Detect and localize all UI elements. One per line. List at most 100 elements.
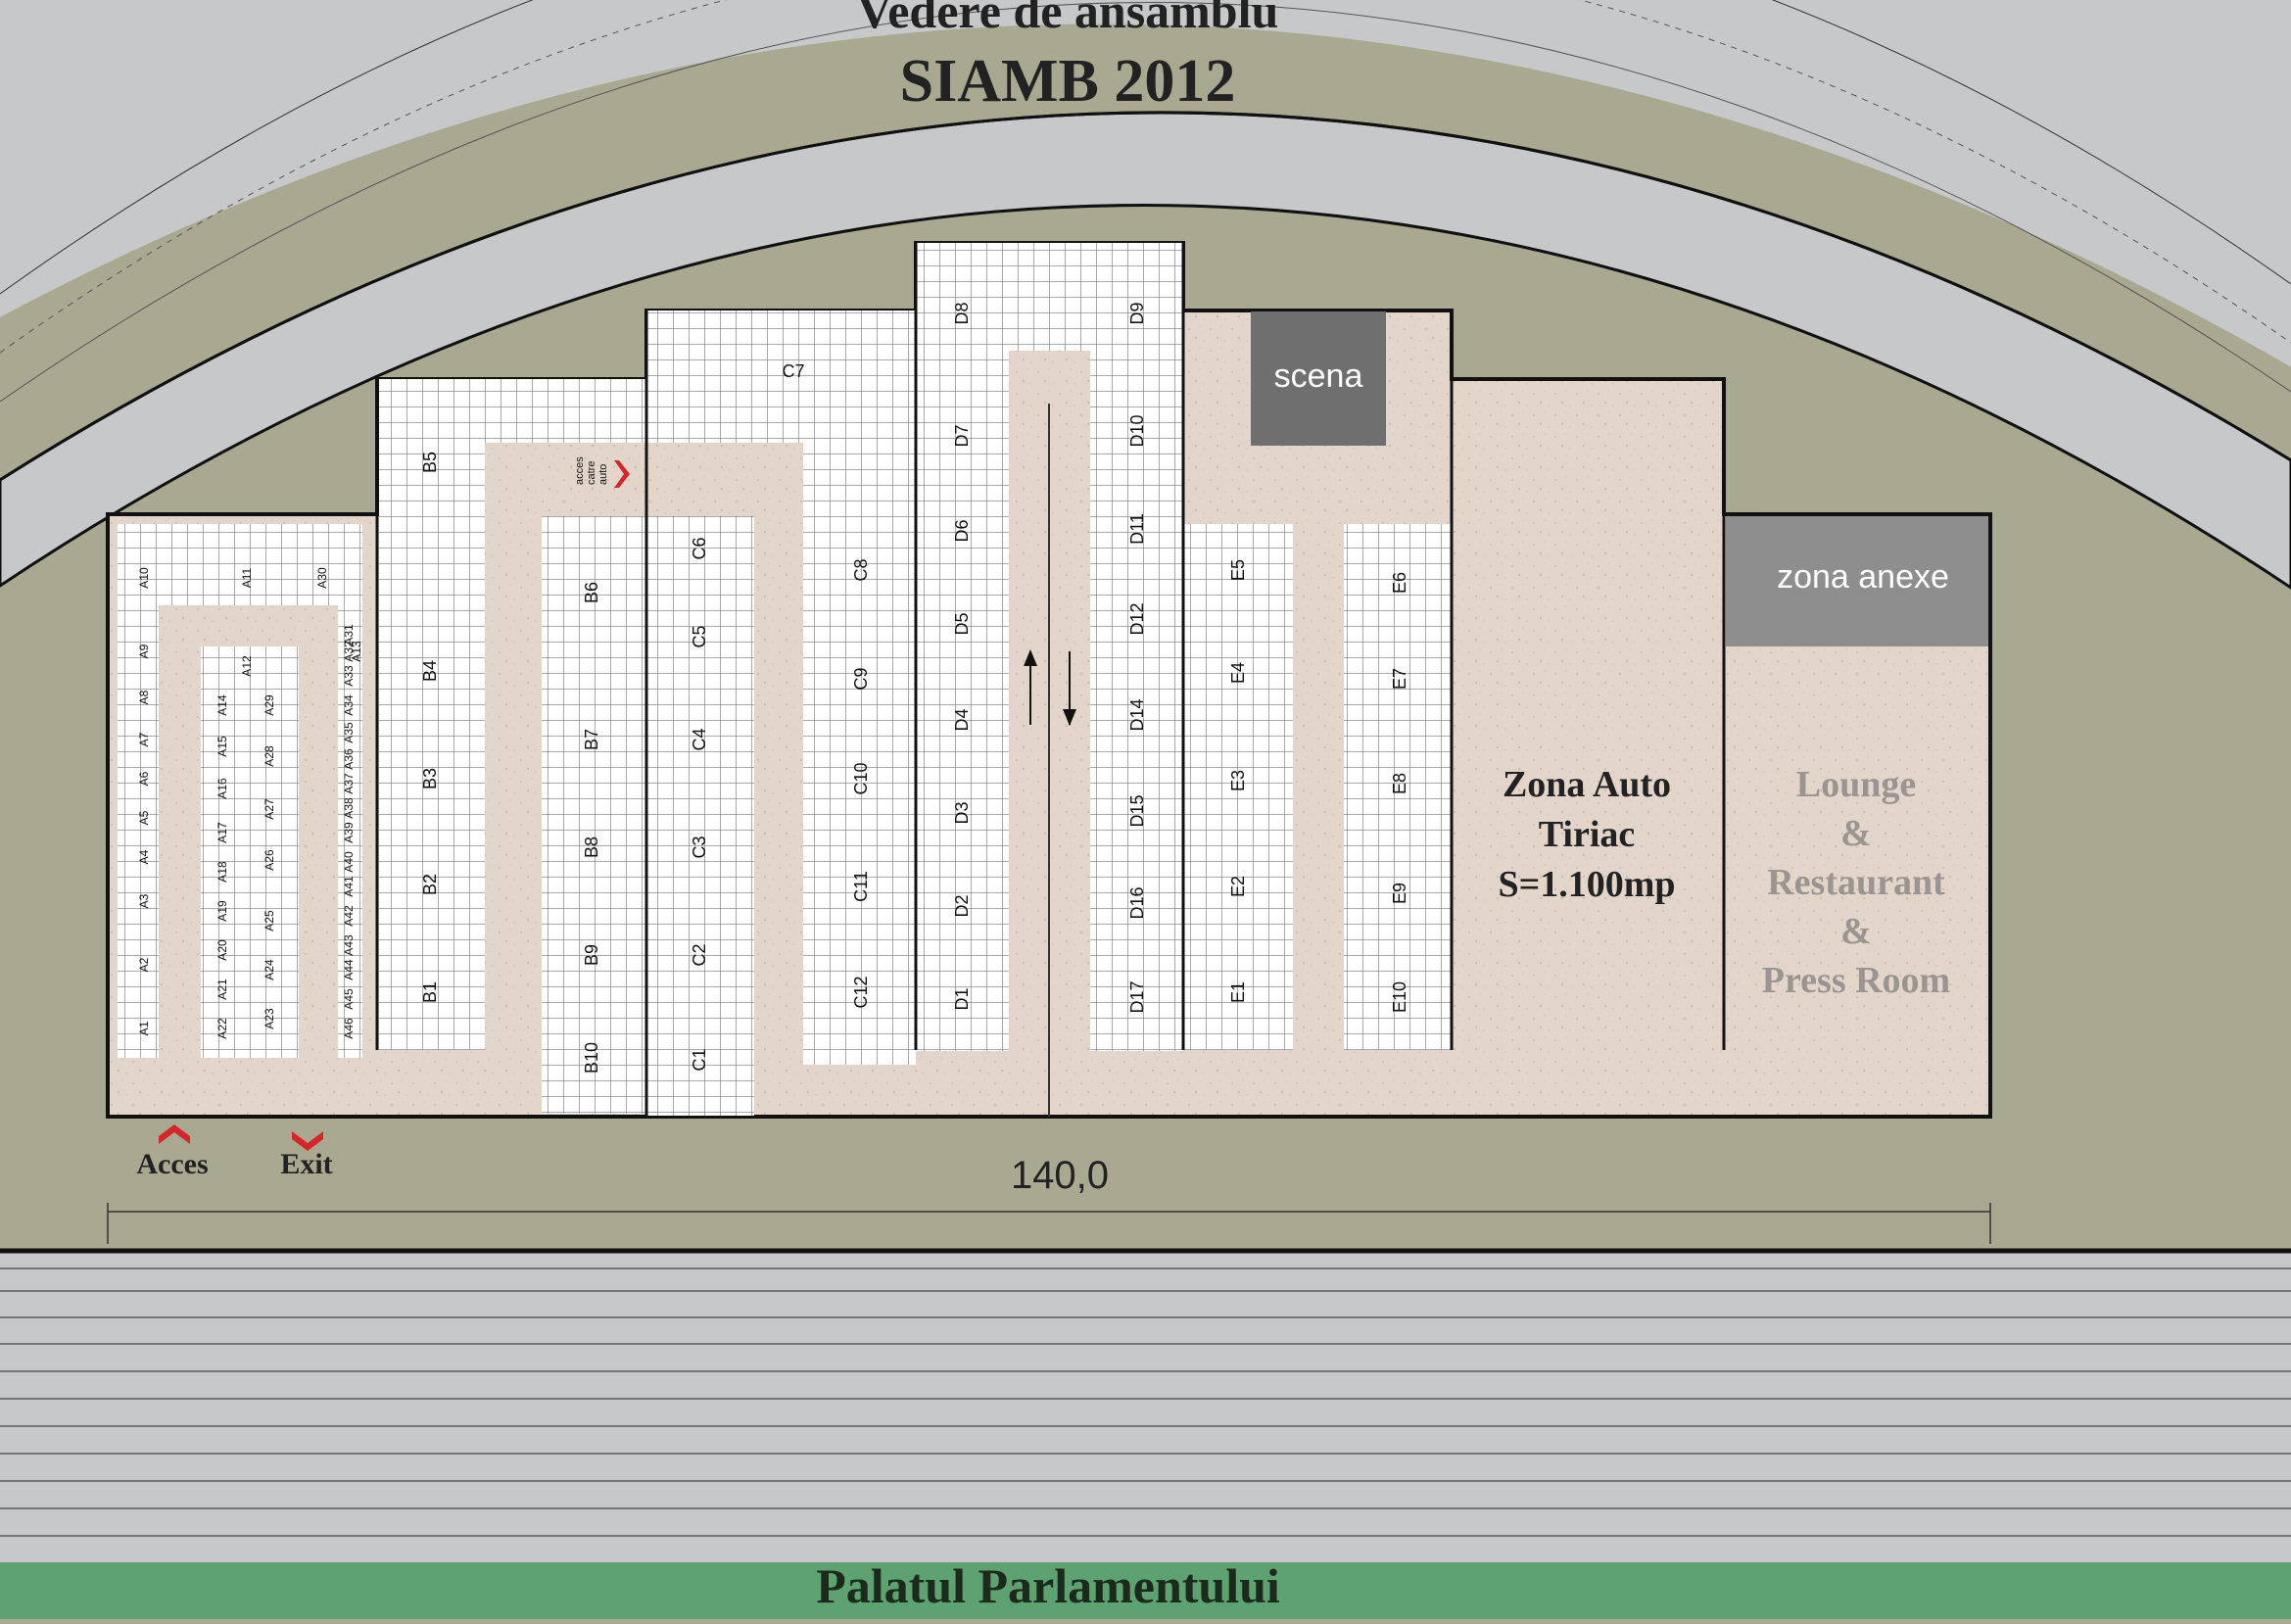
acces-catre-auto-label: acces catre auto: [574, 456, 609, 485]
stand-d14: D14: [1127, 698, 1147, 731]
exit-arrow-icon: [292, 1131, 323, 1151]
stand-a2: A2: [137, 957, 151, 972]
stand-a3: A3: [137, 893, 151, 908]
stand-a1: A1: [137, 1021, 151, 1035]
zona-anexe-label: zona anexe: [1777, 558, 1949, 596]
road: [0, 1249, 2291, 1562]
svg-text:&: &: [1840, 911, 1872, 952]
bottom-label: Palatul Parlamentului: [816, 1558, 1280, 1613]
stand-d16: D16: [1127, 886, 1147, 919]
acces-arrow-icon: [614, 460, 630, 488]
stand-e6: E6: [1390, 572, 1409, 594]
stand-d1: D1: [952, 987, 972, 1010]
zona-auto-label: Zona Auto Tiriac S=1.100mp: [1498, 764, 1675, 905]
stand-a28: A28: [263, 745, 276, 767]
zona-anexe-block: [1726, 516, 1988, 646]
stand-d7: D7: [952, 424, 972, 447]
stand-a34: A34: [342, 694, 356, 716]
stand-d9: D9: [1127, 302, 1147, 324]
stand-a22: A22: [215, 1018, 229, 1039]
stand-a13: A13: [350, 641, 363, 662]
stand-b3: B3: [420, 768, 440, 789]
exit-label: Exit: [280, 1148, 332, 1180]
stand-b1: B1: [420, 981, 440, 1003]
stand-b8: B8: [582, 836, 601, 858]
stand-d10: D10: [1127, 414, 1147, 447]
svg-text:Zona Auto: Zona Auto: [1503, 764, 1671, 805]
stand-c4: C4: [690, 728, 709, 750]
svg-text:Restaurant: Restaurant: [1767, 862, 1945, 903]
stand-c10: C10: [851, 762, 871, 794]
stand-a12: A12: [240, 655, 254, 677]
stand-a23: A23: [263, 1008, 276, 1029]
stand-b6: B6: [582, 582, 601, 603]
stand-a44: A44: [342, 959, 356, 980]
stand-b7: B7: [582, 729, 601, 750]
stand-a24: A24: [263, 959, 276, 980]
stand-e8: E8: [1390, 773, 1409, 794]
stand-a20: A20: [215, 939, 229, 961]
scena-block: [1251, 311, 1386, 446]
stand-a15: A15: [215, 736, 229, 757]
stand-a31: A31: [342, 624, 356, 645]
stand-a9: A9: [137, 644, 151, 658]
stand-d17: D17: [1127, 980, 1147, 1013]
stand-a43: A43: [342, 934, 356, 956]
stand-d4: D4: [952, 708, 972, 731]
stand-e5: E5: [1228, 559, 1248, 581]
svg-text:auto: auto: [597, 464, 609, 485]
stand-a39: A39: [342, 822, 356, 843]
access-label: Acces: [136, 1148, 208, 1180]
stand-a46: A46: [342, 1018, 356, 1039]
title-main: SIAMB 2012: [900, 48, 1236, 115]
green-band: [0, 1562, 2291, 1619]
stand-d2: D2: [952, 894, 972, 917]
stand-c6: C6: [690, 537, 709, 559]
svg-text:&: &: [1840, 813, 1872, 854]
scena-label: scena: [1274, 358, 1363, 395]
stand-b10: B10: [582, 1042, 601, 1074]
stand-e10: E10: [1390, 981, 1409, 1013]
stand-e2: E2: [1228, 876, 1248, 897]
stand-a19: A19: [215, 900, 229, 922]
stand-a33: A33: [342, 665, 356, 687]
stand-a45: A45: [342, 988, 356, 1010]
stand-a32: A32: [342, 641, 356, 662]
svg-text:acces: acces: [574, 456, 586, 485]
stand-d11: D11: [1127, 513, 1147, 545]
stand-a4: A4: [137, 849, 151, 864]
dimension-label: 140,0: [1011, 1154, 1109, 1197]
stand-b5: B5: [420, 452, 440, 473]
stand-a5: A5: [137, 810, 151, 825]
stand-a36: A36: [342, 748, 356, 770]
stand-c2: C2: [690, 943, 709, 966]
stand-a37: A37: [342, 773, 356, 794]
svg-text:Lounge: Lounge: [1796, 764, 1916, 805]
stand-a38: A38: [342, 797, 356, 819]
stand-d12: D12: [1127, 602, 1147, 635]
stand-d15: D15: [1127, 794, 1147, 827]
stand-d3: D3: [952, 801, 972, 824]
svg-text:Press Room: Press Room: [1762, 960, 1950, 1001]
svg-text:Tiriac: Tiriac: [1539, 814, 1636, 855]
stand-c12: C12: [851, 976, 871, 1008]
lounge-label: Lounge & Restaurant & Press Room: [1762, 764, 1950, 1001]
stand-a25: A25: [263, 910, 276, 931]
stand-e4: E4: [1228, 662, 1248, 684]
stand-a27: A27: [263, 798, 276, 820]
stand-grids: [118, 243, 1452, 1116]
stand-b2: B2: [420, 874, 440, 895]
stand-d8: D8: [952, 302, 972, 324]
stand-a30: A30: [315, 567, 329, 589]
stand-c1: C1: [690, 1048, 709, 1071]
title-top: Vedere de ansamblu: [857, 0, 1279, 38]
svg-text:catre: catre: [586, 461, 597, 485]
stand-e9: E9: [1390, 883, 1409, 904]
stand-c11: C11: [851, 871, 871, 902]
stand-d6: D6: [952, 519, 972, 542]
stand-a35: A35: [342, 722, 356, 743]
stand-c8: C8: [851, 558, 871, 581]
stand-a26: A26: [263, 849, 276, 871]
